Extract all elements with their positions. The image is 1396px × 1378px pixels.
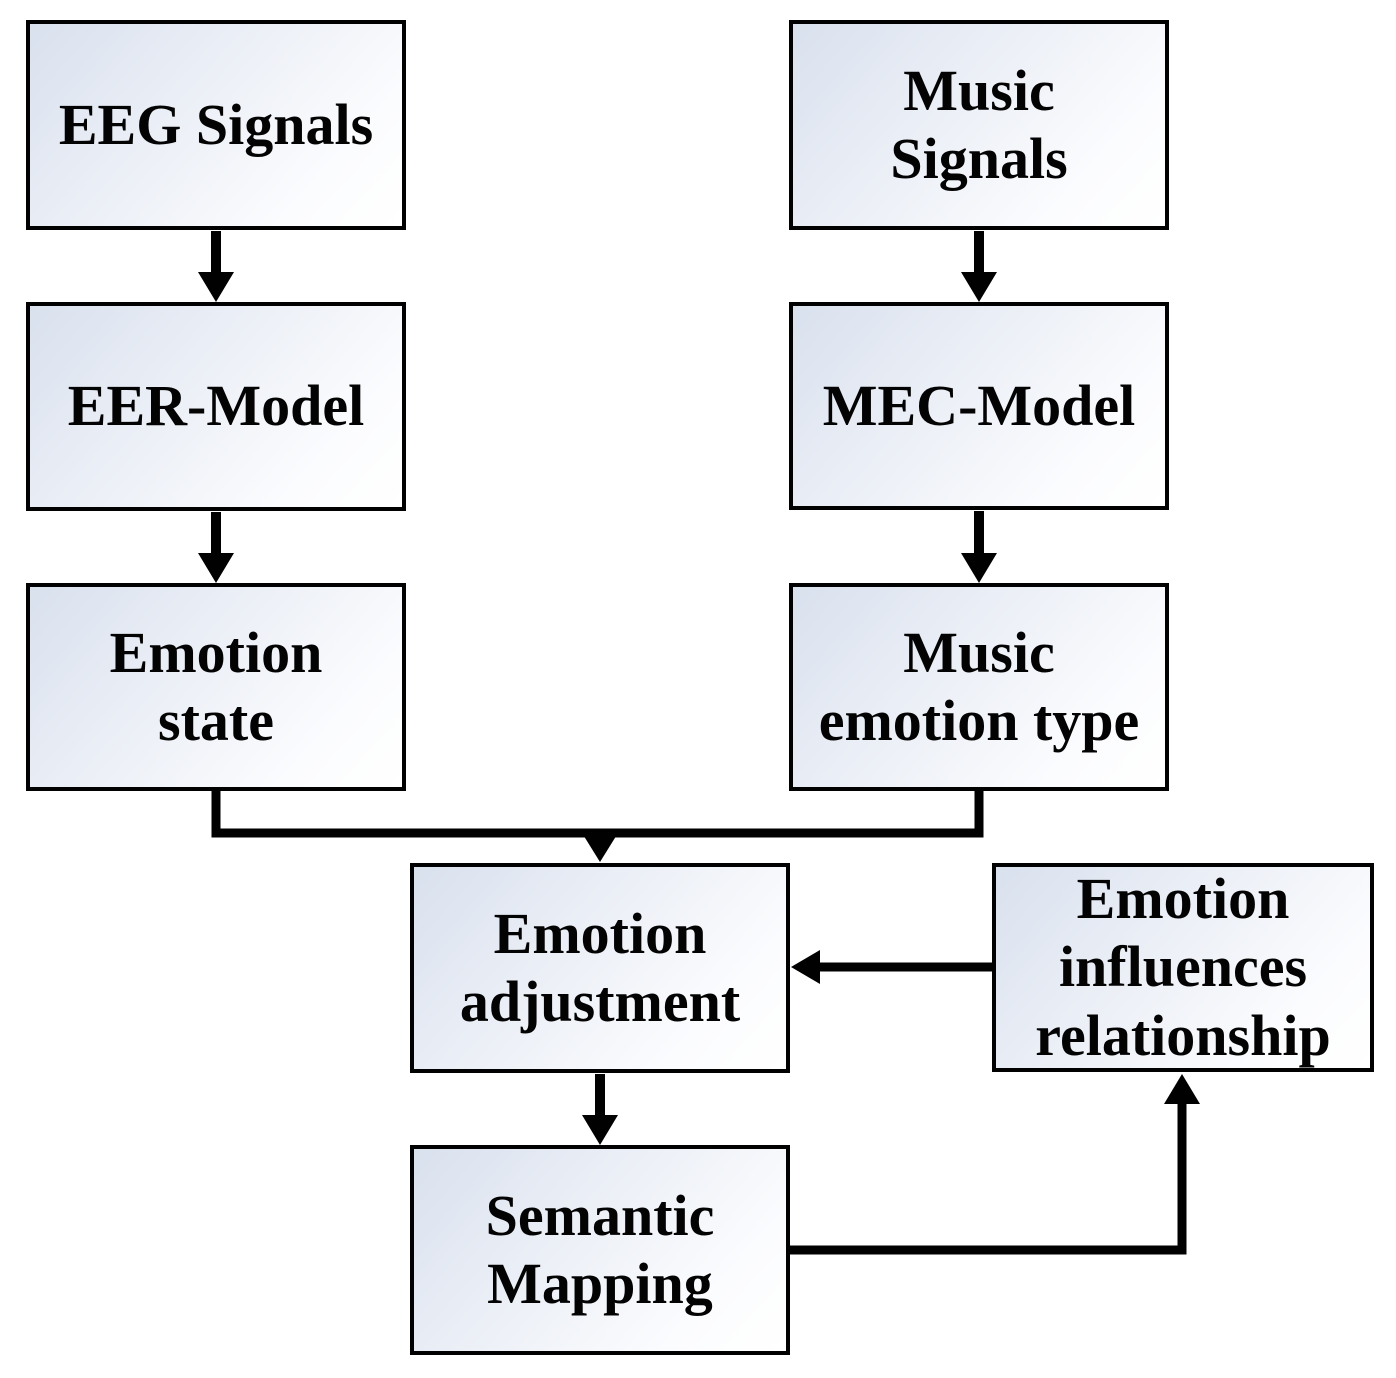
edge-emotion-influences-to-emotion-adjustment bbox=[791, 950, 992, 984]
edge-emotion-adjustment-to-semantic-mapping bbox=[582, 1074, 618, 1145]
node-emotion-influences-relationship-label: Emotion influences relationship bbox=[1035, 865, 1331, 1068]
node-eeg-signals: EEG Signals bbox=[26, 20, 406, 230]
node-emotion-adjustment: Emotion adjustment bbox=[410, 863, 790, 1073]
node-emotion-state-label: Emotion state bbox=[109, 619, 323, 753]
node-music-emotion-type-label: Music emotion type bbox=[818, 619, 1140, 753]
node-eer-model: EER-Model bbox=[26, 302, 406, 511]
arrowhead-down-icon bbox=[582, 833, 618, 862]
arrowhead-left-icon bbox=[791, 950, 820, 984]
node-semantic-mapping-label: Semantic Mapping bbox=[485, 1182, 715, 1316]
edge-merge-to-emotion-adjustment bbox=[211, 791, 984, 862]
node-semantic-mapping: Semantic Mapping bbox=[410, 1145, 790, 1355]
edge-eeg-signals-to-eer-model bbox=[198, 231, 234, 302]
node-mec-model: MEC-Model bbox=[789, 302, 1169, 510]
edge-mec-model-to-music-emotion-type bbox=[961, 511, 997, 583]
arrowhead-down-icon bbox=[961, 272, 997, 302]
arrowhead-up-icon bbox=[1164, 1074, 1200, 1104]
edge-eer-model-to-emotion-state bbox=[198, 512, 234, 583]
arrowhead-down-icon bbox=[198, 272, 234, 302]
node-music-signals: Music Signals bbox=[789, 20, 1169, 230]
edge-semantic-mapping-to-emotion-influences bbox=[790, 1074, 1200, 1255]
node-eer-model-label: EER-Model bbox=[67, 373, 365, 439]
arrowhead-down-icon bbox=[961, 553, 997, 583]
arrowhead-down-icon bbox=[198, 553, 234, 583]
node-music-signals-label: Music Signals bbox=[890, 57, 1068, 191]
node-music-emotion-type: Music emotion type bbox=[789, 583, 1169, 791]
arrowhead-down-icon bbox=[582, 1115, 618, 1145]
node-mec-model-label: MEC-Model bbox=[822, 372, 1136, 438]
node-eeg-signals-label: EEG Signals bbox=[58, 91, 374, 157]
edge-shaft bbox=[211, 791, 984, 838]
edge-shaft bbox=[790, 1102, 1187, 1255]
node-emotion-influences-relationship: Emotion influences relationship bbox=[992, 863, 1374, 1072]
node-emotion-adjustment-label: Emotion adjustment bbox=[459, 900, 741, 1034]
node-emotion-state: Emotion state bbox=[26, 583, 406, 791]
edge-music-signals-to-mec-model bbox=[961, 231, 997, 302]
